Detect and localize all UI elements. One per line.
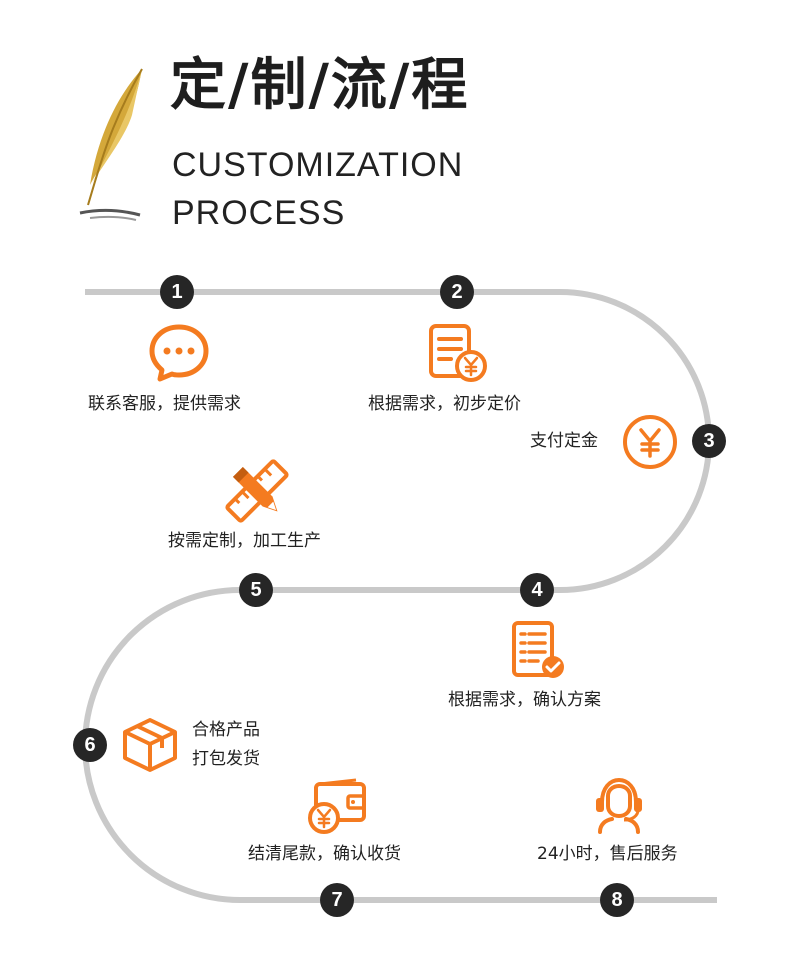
step-label-3: 支付定金	[530, 431, 598, 451]
step-badge-5: 5	[239, 573, 273, 607]
checklist-document-icon	[512, 621, 564, 678]
step-label-7: 结清尾款，确认收货	[248, 844, 401, 864]
price-document-icon	[429, 324, 487, 382]
step-label-5: 按需定制，加工生产	[168, 531, 321, 551]
wallet-yuan-icon	[308, 778, 366, 834]
package-box-icon	[123, 718, 177, 772]
step-badge-8: 8	[600, 883, 634, 917]
step-label-2: 根据需求，初步定价	[368, 394, 521, 414]
page-title: 定/制/流/程	[170, 53, 470, 118]
step-badge-2: 2	[440, 275, 474, 309]
step-label-4: 根据需求，确认方案	[448, 690, 601, 710]
page-subtitle-line1: CUSTOMIZATION	[172, 146, 464, 184]
step-badge-1: 1	[160, 275, 194, 309]
yuan-coin-icon	[623, 415, 677, 469]
pencil-ruler-icon	[225, 459, 289, 523]
quill-pen-icon	[79, 68, 143, 221]
step-badge-7: 7	[320, 883, 354, 917]
headset-agent-icon	[596, 777, 642, 834]
step-label-1: 联系客服，提供需求	[88, 394, 241, 414]
step-badge-4: 4	[520, 573, 554, 607]
step-label-8: 24小时，售后服务	[537, 844, 678, 864]
step-label-6-line1: 合格产品	[192, 720, 260, 740]
chat-bubble-icon	[149, 324, 209, 382]
step-label-6-line2: 打包发货	[192, 749, 260, 769]
step-badge-3: 3	[692, 424, 726, 458]
page-subtitle-line2: PROCESS	[172, 194, 346, 232]
step-badge-6: 6	[73, 728, 107, 762]
